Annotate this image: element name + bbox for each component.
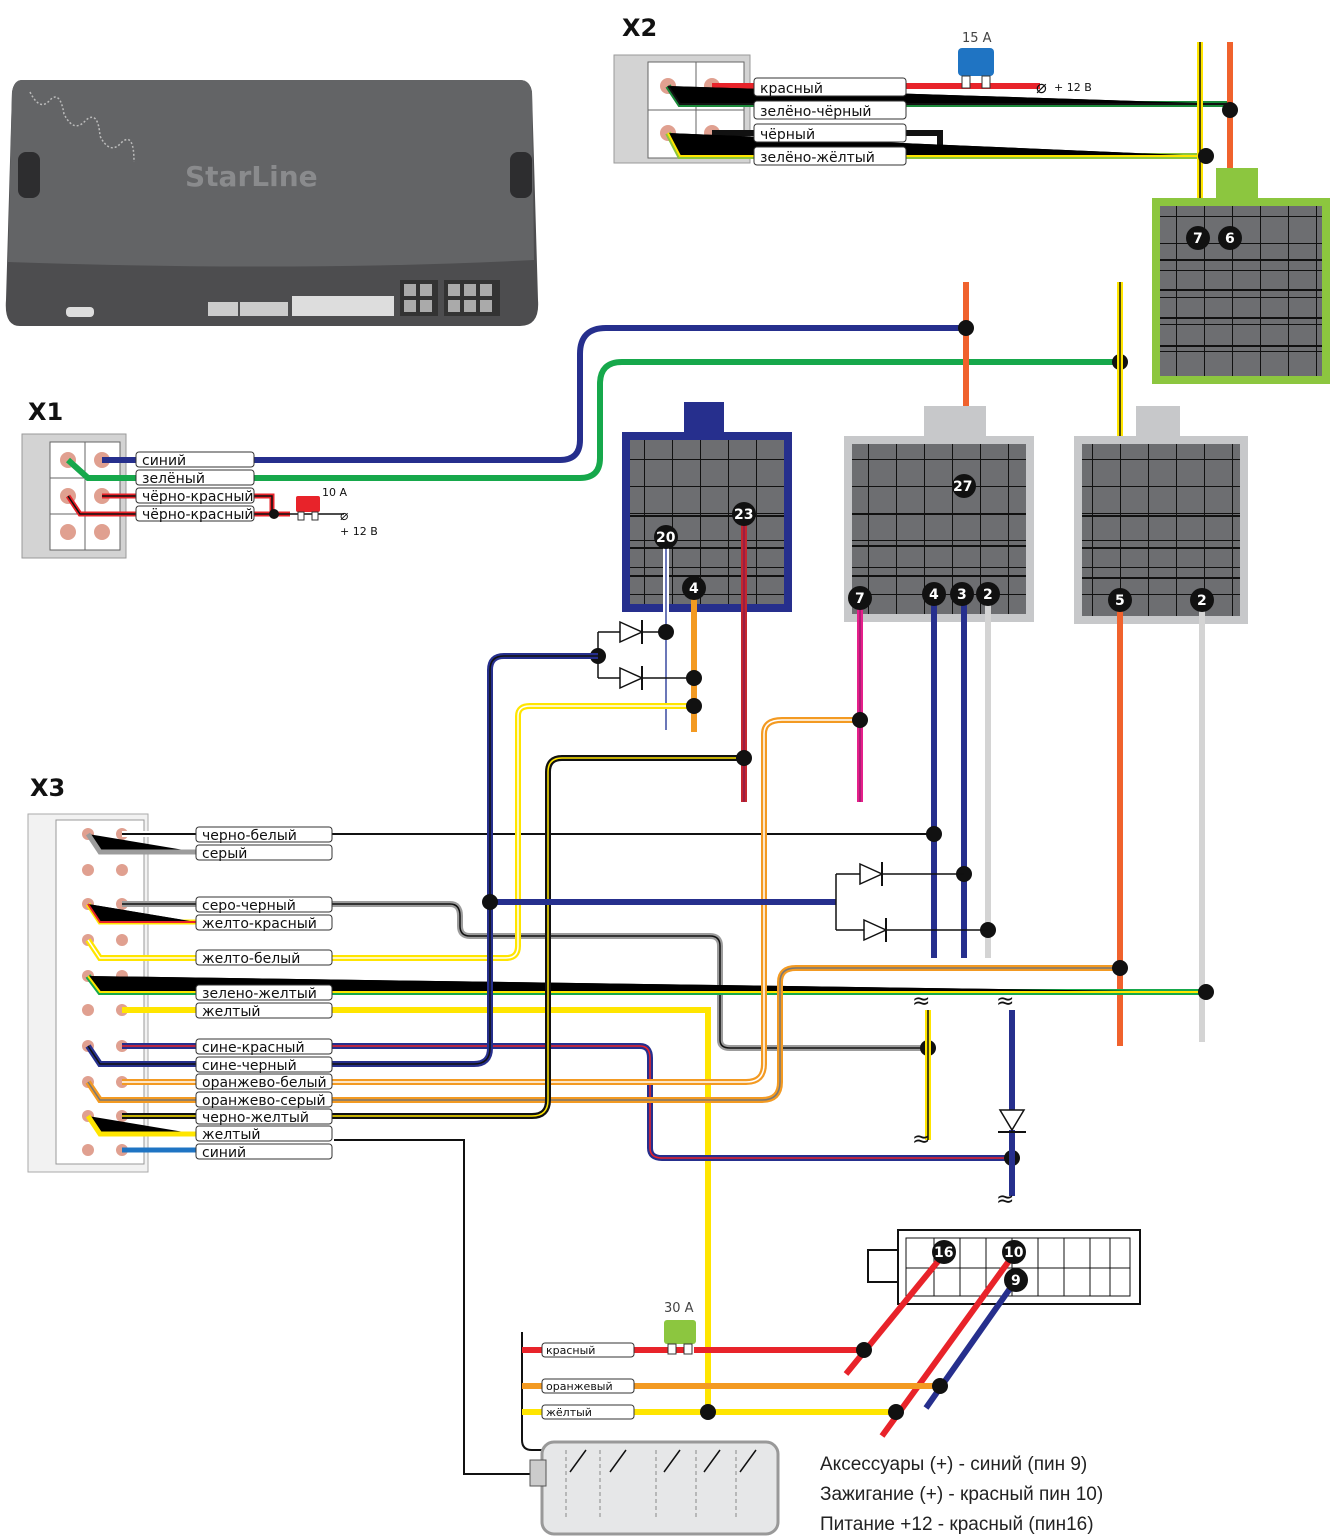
x1-labels: синий зелёный чёрно-красный чёрно-красны…	[135, 451, 255, 523]
pin-ign-10: 10	[1004, 1245, 1024, 1261]
x3-wire-label: черно-белый	[202, 828, 297, 844]
pin-ign-9: 9	[1011, 1273, 1021, 1289]
break-icon: ≈	[996, 1187, 1014, 1212]
x3-wire-label: серо-черный	[202, 898, 296, 914]
diode-icon	[998, 1109, 1026, 1132]
x1-fuse-icon	[296, 496, 320, 521]
grey-block-1	[844, 406, 1034, 622]
x2-title: X2	[622, 14, 657, 42]
legend-accessory: Аксессуары (+) - синий (пин 9)	[820, 1454, 1087, 1475]
x3-labels: черно-белый серый серо-черный желто-крас…	[195, 826, 333, 1161]
relay-fuse-rating: 30 A	[664, 1301, 694, 1316]
x3-wire-label: желто-красный	[202, 916, 317, 932]
legend-ignition: Зажигание (+) - красный пин 10)	[820, 1484, 1103, 1505]
diode-icon	[863, 918, 888, 942]
break-icon: ≈	[912, 989, 930, 1014]
x3-title: X3	[30, 774, 65, 802]
relay-fuse-icon	[664, 1320, 696, 1355]
x3-wire-label: серый	[202, 846, 247, 862]
pin-green-6: 6	[1225, 231, 1235, 247]
x1-wire-label: чёрно-красный	[142, 489, 253, 505]
x3-wire-label: сине-красный	[202, 1040, 305, 1056]
x3-wire-label: желто-белый	[202, 951, 300, 967]
x1-supply: + 12 В	[340, 525, 378, 538]
pin-blue-23: 23	[734, 507, 753, 523]
x2-wire-label: зелёно-жёлтый	[760, 150, 875, 166]
x3-wire-label: желтый	[202, 1004, 260, 1020]
pin-grey1-7: 7	[855, 591, 865, 607]
pin-grey1-2: 2	[983, 587, 993, 603]
pin-ign-16: 16	[934, 1245, 953, 1261]
green-block	[1152, 168, 1330, 384]
break-icon: ≈	[912, 1127, 930, 1152]
x3-wire-label: желтый	[202, 1127, 260, 1143]
x3-wire-label: оранжево-белый	[202, 1075, 327, 1091]
pin-grey2-2: 2	[1197, 593, 1207, 609]
pin-grey1-3: 3	[957, 587, 967, 603]
legend-power: Питание +12 - красный (пин16)	[820, 1514, 1094, 1535]
pin-grey1-27: 27	[953, 479, 972, 495]
x1-wire-label: чёрно-красный	[142, 507, 253, 523]
starline-module: StarLine	[5, 80, 539, 326]
relay-labels: красный оранжевый жёлтый	[541, 1342, 635, 1420]
x3-wire-label: оранжево-серый	[202, 1093, 326, 1109]
diode-icon	[619, 666, 644, 690]
x3-wire-label: сине-черный	[202, 1058, 297, 1074]
diode-icon	[859, 862, 884, 886]
pin-grey2-5: 5	[1115, 593, 1125, 609]
x3-wire-label: зелено-желтый	[202, 986, 317, 1002]
x3-wire-label: синий	[202, 1145, 246, 1161]
x3-wire-label: черно-желтый	[202, 1110, 309, 1126]
x1-title: X1	[28, 398, 63, 426]
pin-blue-20: 20	[656, 530, 676, 546]
x1-wire-label: синий	[142, 453, 186, 469]
x2-wire-label: красный	[760, 81, 823, 97]
pin-grey1-4: 4	[929, 587, 939, 603]
x2-wire-label: чёрный	[760, 127, 815, 143]
pin-blue-4: 4	[689, 581, 699, 597]
relay-wire-label: жёлтый	[546, 1406, 592, 1419]
grey-block-2	[1074, 406, 1248, 624]
brand-logo: StarLine	[185, 160, 318, 193]
x2-wire-label: зелёно-чёрный	[760, 104, 871, 120]
relay-module	[529, 1440, 780, 1536]
blue-block	[622, 402, 792, 612]
relay-wire-label: красный	[546, 1344, 595, 1357]
x2-fuse-rating: 15 A	[962, 31, 992, 46]
ground-icon: ⌀	[340, 508, 349, 524]
pin-green-7: 7	[1193, 231, 1203, 247]
x2-fuse-icon	[958, 48, 994, 89]
diode-icon	[619, 620, 644, 644]
x1-fuse-rating: 10 A	[322, 486, 347, 499]
x1-wire-label: зелёный	[142, 471, 205, 487]
ground-icon: ⌀	[1036, 77, 1047, 98]
relay-wire-label: оранжевый	[546, 1380, 613, 1393]
x2-supply: + 12 В	[1054, 81, 1092, 94]
x2-labels: красный зелёно-чёрный чёрный зелёно-жёлт…	[753, 77, 907, 166]
break-icon: ≈	[996, 989, 1014, 1014]
